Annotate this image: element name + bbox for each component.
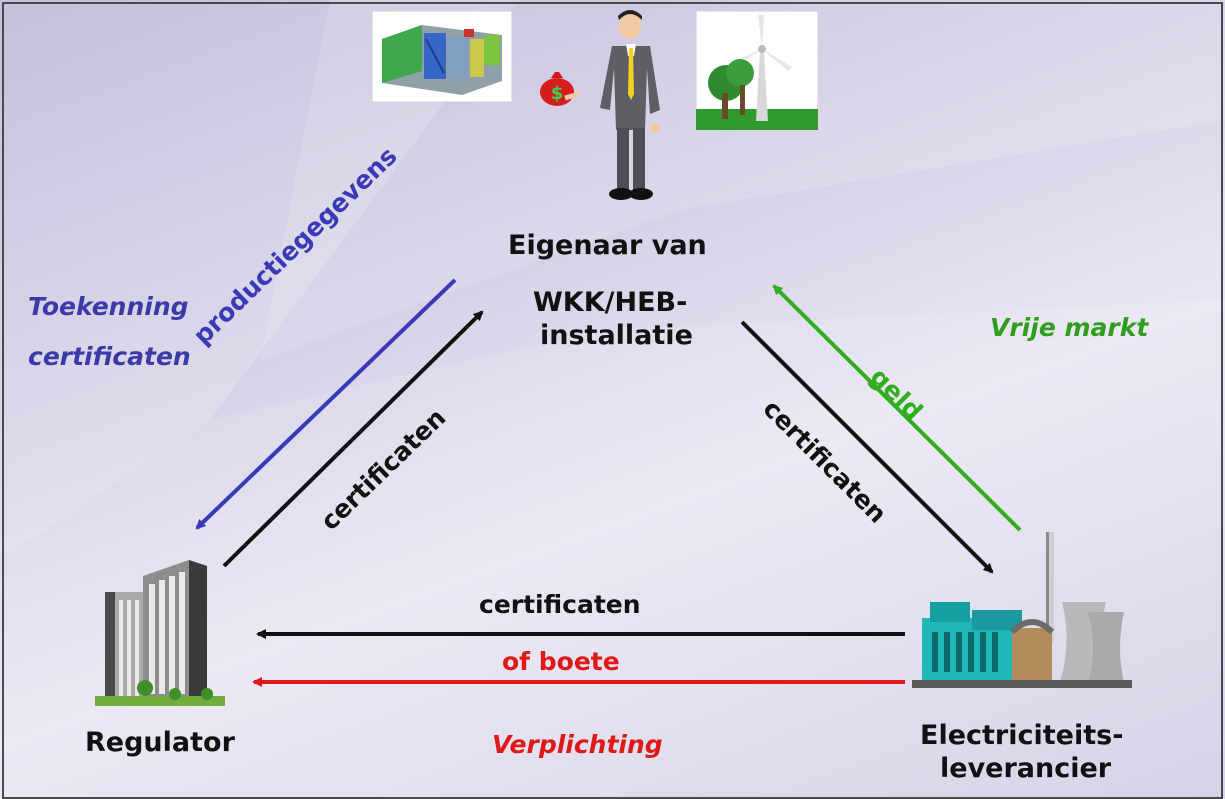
certs-to-supplier-arrow [740,320,994,574]
owner-label-line1: Eigenaar van [508,230,707,261]
supplier-label-line2: leverancier [940,753,1112,784]
power-plant-icon [912,532,1132,688]
production-data-arrow [195,278,457,530]
obligation-label: Verplichting [492,730,663,759]
owner-label-line3: installatie [540,320,693,351]
money-arrow [772,284,1022,532]
office-building-icon [95,560,225,706]
allocation-label-line1: Toekenning [28,292,189,321]
money-bag-symbol: $ [551,83,564,104]
wind-turbine-icon [696,11,818,130]
allocation-label-line2: certificaten [28,342,191,371]
chp-unit-icon [372,11,512,102]
certs-to-regulator-label: certificaten [479,590,641,619]
businessman-icon [600,10,660,200]
supplier-label-line1: Electriciteits- [920,720,1124,751]
certs-to-owner-arrow [222,310,484,568]
regulator-label: Regulator [85,727,235,758]
money-bag-icon: $ [540,72,579,106]
free-market-label: Vrije markt [990,313,1149,342]
fine-label: of boete [502,647,620,676]
owner-label-line2: WKK/HEB- [533,287,688,318]
